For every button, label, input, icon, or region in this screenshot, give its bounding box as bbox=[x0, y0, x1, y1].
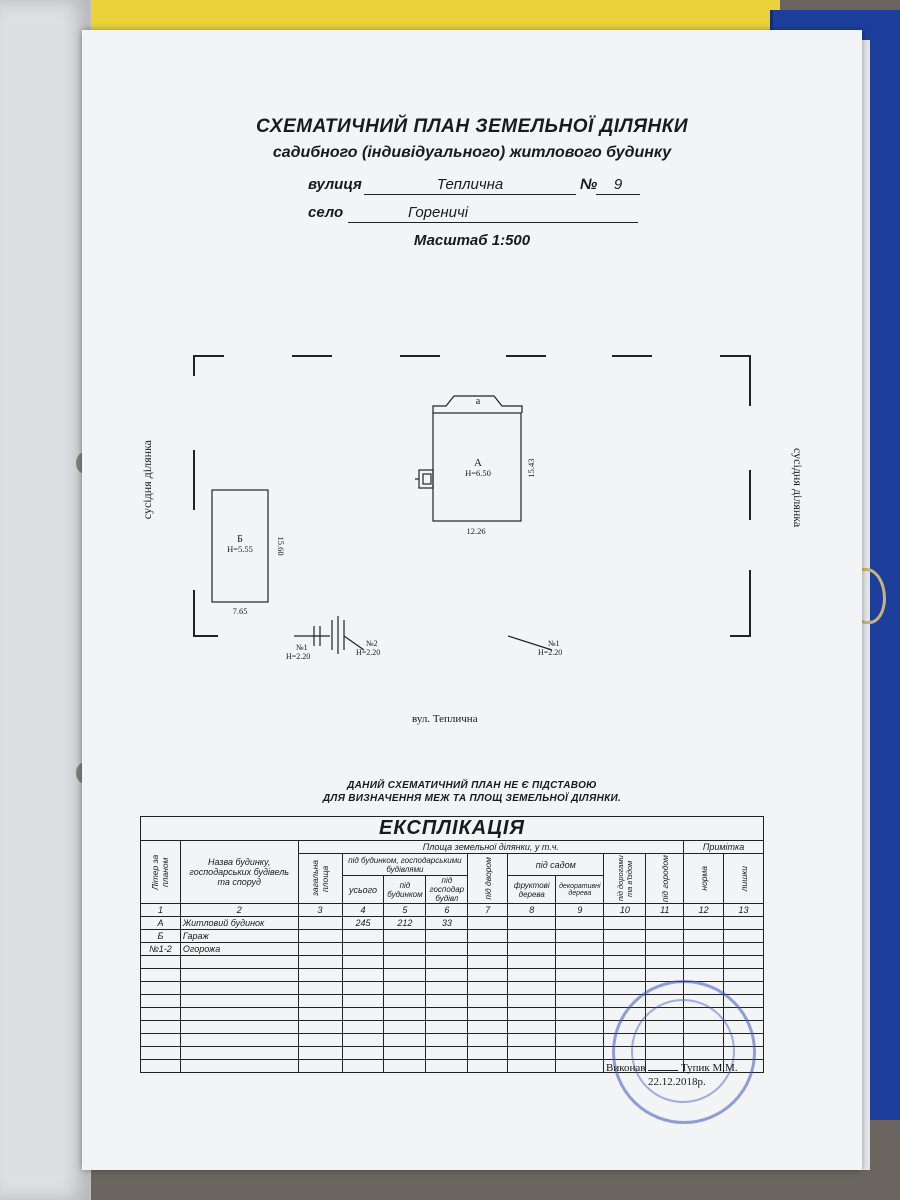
table-row: А Житловий будинок 245 212 33 bbox=[140, 916, 764, 930]
col-roads-header: під дорогами та в'їздом bbox=[615, 855, 634, 902]
col-number: 11 bbox=[645, 903, 685, 917]
fence-right-height: Н=2.20 bbox=[538, 648, 562, 657]
garage-b-depth: 15.60 bbox=[276, 536, 286, 555]
annex-label: а bbox=[476, 396, 481, 407]
house-a-letter: А bbox=[474, 457, 482, 469]
signature-role: Виконав bbox=[606, 1062, 646, 1074]
col-excess-header: лишки bbox=[738, 865, 749, 892]
house-a-width: 12.26 bbox=[466, 526, 485, 536]
col-house-header: під будинком bbox=[383, 875, 427, 904]
col-outbuildings-header: під господар будівл bbox=[425, 875, 469, 904]
col-number: 5 bbox=[383, 903, 427, 917]
table-row: №1-2 Огорожа bbox=[140, 942, 764, 956]
col-fruit-header: фруктові дерева bbox=[507, 875, 557, 904]
col-number: 9 bbox=[555, 903, 605, 917]
house-a-depth: 15.43 bbox=[526, 458, 536, 477]
garage-b bbox=[211, 489, 269, 603]
row-outbuildings: 33 bbox=[425, 916, 469, 930]
neighbor-right-label: сусідня ділянка bbox=[791, 448, 805, 528]
table-row bbox=[140, 955, 764, 969]
number-label: № bbox=[580, 176, 598, 193]
column-numbers-row: 1 2 3 4 5 6 7 8 9 10 11 12 13 bbox=[140, 903, 764, 917]
signature-date: 22.12.2018р. bbox=[648, 1076, 706, 1088]
fence-mid-height: Н=2.20 bbox=[356, 648, 380, 657]
under-buildings-header: під будинком, господарськими будівлями bbox=[341, 853, 469, 876]
garage-b-height: Н=5.55 bbox=[227, 544, 253, 554]
village-label: село bbox=[308, 204, 344, 221]
col-number: 10 bbox=[603, 903, 647, 917]
signature-line: Виконав Тупик М.М. bbox=[606, 1062, 738, 1074]
col-number: 12 bbox=[683, 903, 725, 917]
table-row: Б Гараж bbox=[140, 929, 764, 943]
col-number: 3 bbox=[297, 903, 343, 917]
col-number: 8 bbox=[507, 903, 557, 917]
row-letter: Б bbox=[140, 929, 181, 943]
row-house: 212 bbox=[383, 916, 427, 930]
note-group-header: Примітка bbox=[683, 840, 764, 854]
street-label: вулиця bbox=[308, 176, 362, 193]
fence-left-height: Н=2.20 bbox=[286, 652, 310, 661]
col-name-header: Назва будинку, господарських будівель та… bbox=[179, 840, 299, 904]
document-subtitle: садибного (індивідуального) житлового бу… bbox=[272, 144, 672, 161]
area-group-header: Площа земельної ділянки, у т.ч. bbox=[297, 840, 685, 854]
plot-boundary bbox=[193, 355, 751, 637]
col-norm-header: норма bbox=[698, 866, 709, 891]
row-name: Огорожа bbox=[179, 942, 299, 956]
explication-table: ЕКСПЛІКАЦІЯ Літер за планом Назва будинк… bbox=[140, 816, 764, 1073]
site-plan: а А Н=6.50 12.26 15.43 Б Н=5.55 7.65 15.… bbox=[193, 355, 751, 725]
row-letter: №1-2 bbox=[140, 942, 181, 956]
col-number: 1 bbox=[140, 903, 181, 917]
row-name: Гараж bbox=[179, 929, 299, 943]
garage-b-letter: Б bbox=[237, 534, 243, 545]
col-number: 13 bbox=[723, 903, 764, 917]
document-title: СХЕМАТИЧНИЙ ПЛАН ЗЕМЕЛЬНОЇ ДІЛЯНКИ bbox=[255, 116, 689, 137]
official-stamp bbox=[612, 980, 756, 1124]
col-vegetable-header: під городом bbox=[659, 854, 670, 903]
street-value: Теплична bbox=[364, 176, 576, 195]
table-row bbox=[140, 968, 764, 982]
col-number: 7 bbox=[467, 903, 509, 917]
col-number: 4 bbox=[341, 903, 385, 917]
garage-b-width: 7.65 bbox=[233, 606, 248, 616]
fence-right-num: №1 bbox=[548, 639, 560, 648]
village-value: Гореничі bbox=[348, 204, 638, 223]
fence-left-num: №1 bbox=[296, 643, 308, 652]
back-page bbox=[0, 0, 91, 1200]
fence-marks bbox=[294, 616, 553, 654]
explication-title: ЕКСПЛІКАЦІЯ bbox=[140, 816, 764, 841]
notice-line-1: ДАНИЙ СХЕМАТИЧНИЙ ПЛАН НЕ Є ПІДСТАВОЮ bbox=[347, 780, 597, 791]
col-number: 6 bbox=[425, 903, 469, 917]
row-name: Житловий будинок bbox=[179, 916, 299, 930]
col-letter-header: Літер за планом bbox=[150, 854, 171, 890]
house-a bbox=[415, 395, 523, 522]
scale-label: Масштаб 1:500 bbox=[413, 232, 531, 249]
fence-mid-num: №2 bbox=[366, 639, 378, 648]
col-decorative-header: декоративні дерева bbox=[555, 875, 605, 904]
col-total-header: загальна площа bbox=[310, 860, 331, 897]
row-letter: А bbox=[140, 916, 181, 930]
document-sheet: СХЕМАТИЧНИЙ ПЛАН ЗЕМЕЛЬНОЇ ДІЛЯНКИ садиб… bbox=[82, 30, 862, 1170]
number-value: 9 bbox=[596, 176, 640, 195]
signature-mark bbox=[648, 1070, 679, 1071]
notice-line-2: ДЛЯ ВИЗНАЧЕННЯ МЕЖ ТА ПЛОЩ ЗЕМЕЛЬНОЇ ДІЛ… bbox=[322, 793, 622, 804]
neighbor-left-label: сусідня ділянка bbox=[140, 440, 154, 520]
col-yard-header: під двором bbox=[482, 857, 493, 900]
col-all-header: усього bbox=[341, 875, 385, 904]
col-number: 2 bbox=[179, 903, 299, 917]
signature-name: Тупик М.М. bbox=[680, 1062, 738, 1074]
row-all: 245 bbox=[341, 916, 385, 930]
garden-group-header: під садом bbox=[507, 853, 605, 876]
stamp-inner-ring bbox=[631, 999, 735, 1103]
house-a-height: Н=6.50 bbox=[465, 468, 491, 478]
street-name: вул. Теплична bbox=[412, 713, 478, 725]
